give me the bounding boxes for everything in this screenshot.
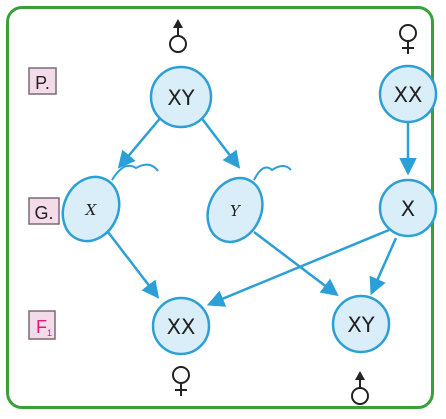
svg-text:P.: P. [35,73,50,93]
arrow-sperm-x-to-f1-female [107,231,160,299]
parent-male-symbol-icon [169,19,187,53]
parent-female-node: XX [378,64,438,124]
offspring-male-symbol-icon [351,371,369,405]
arrows [107,115,417,307]
offspring-female-node: XX [151,296,211,356]
arrow-male-to-sperm-x [117,115,163,169]
row-label-gametes: G. [28,197,60,225]
svg-text:F: F [36,317,47,337]
arrow-sperm-y-to-f1-male [253,231,339,297]
offspring-female-symbol-icon [172,366,190,396]
row-label-parents: P. [28,67,57,95]
svg-text:XX: XX [167,315,196,339]
svg-text:X: X [85,201,98,219]
arrow-egg-x-to-f1-male [369,237,398,296]
sperm-y-node: Y [206,165,292,244]
svg-text:XY: XY [347,313,374,337]
egg-x-node: X [378,178,438,238]
svg-text:Y: Y [230,202,242,220]
offspring-male-node: XY [331,294,391,354]
row-label-f1: F 1 [28,310,56,340]
arrow-egg-x-to-f1-female [206,228,390,307]
arrow-male-to-sperm-y [199,115,241,169]
svg-text:X: X [401,197,415,221]
svg-text:1: 1 [47,328,52,338]
sperm-x-node: X [61,163,159,243]
parent-female-symbol-icon [399,24,417,54]
svg-text:G.: G. [34,203,53,223]
svg-text:XX: XX [394,83,423,107]
svg-text:XY: XY [167,86,194,110]
parent-male-node: XY [149,65,213,129]
